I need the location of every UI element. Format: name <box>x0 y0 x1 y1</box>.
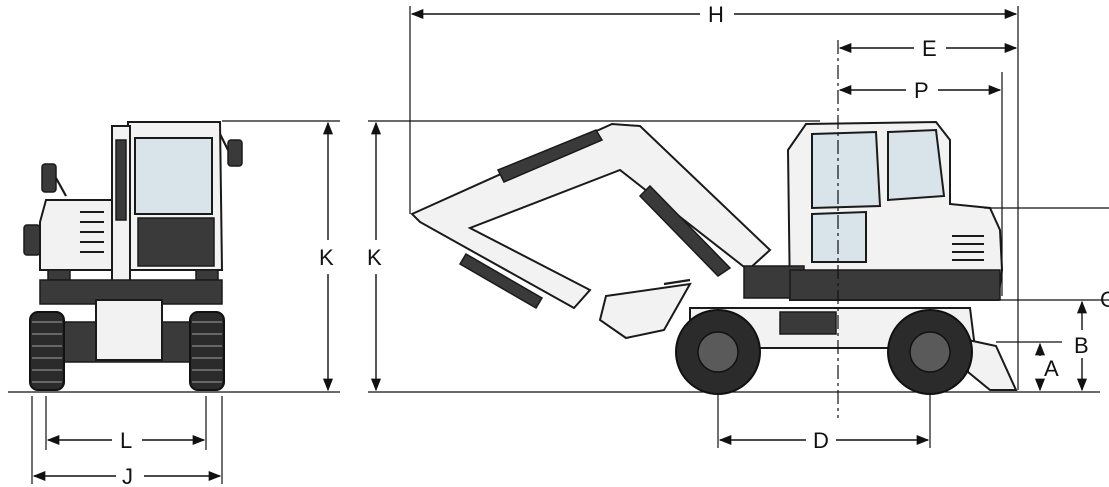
dimension-a: A <box>996 341 1062 392</box>
dimension-h: H <box>409 2 1019 390</box>
label-c: C <box>1100 287 1109 312</box>
label-k-front: K <box>319 245 334 270</box>
label-j: J <box>122 464 133 487</box>
dimension-p: P <box>838 72 1003 296</box>
label-l: L <box>120 428 132 453</box>
label-a: A <box>1044 356 1059 381</box>
label-e: E <box>922 36 937 61</box>
side-view-machine <box>410 120 1018 395</box>
label-k-side: K <box>367 245 382 270</box>
dimension-j: J <box>31 396 223 487</box>
dimension-k-front: K <box>222 120 340 392</box>
dimension-e: E <box>837 36 1018 418</box>
label-b: B <box>1074 333 1089 358</box>
dimension-b: B <box>1074 300 1089 392</box>
front-view-machine <box>23 121 243 391</box>
label-p: P <box>914 78 929 103</box>
label-h: H <box>708 2 724 27</box>
dimension-k-side: K <box>367 120 820 392</box>
dimension-c: C <box>984 207 1109 312</box>
label-d: D <box>813 428 829 453</box>
dimension-l: L <box>45 396 207 453</box>
dimension-d: D <box>717 394 931 453</box>
